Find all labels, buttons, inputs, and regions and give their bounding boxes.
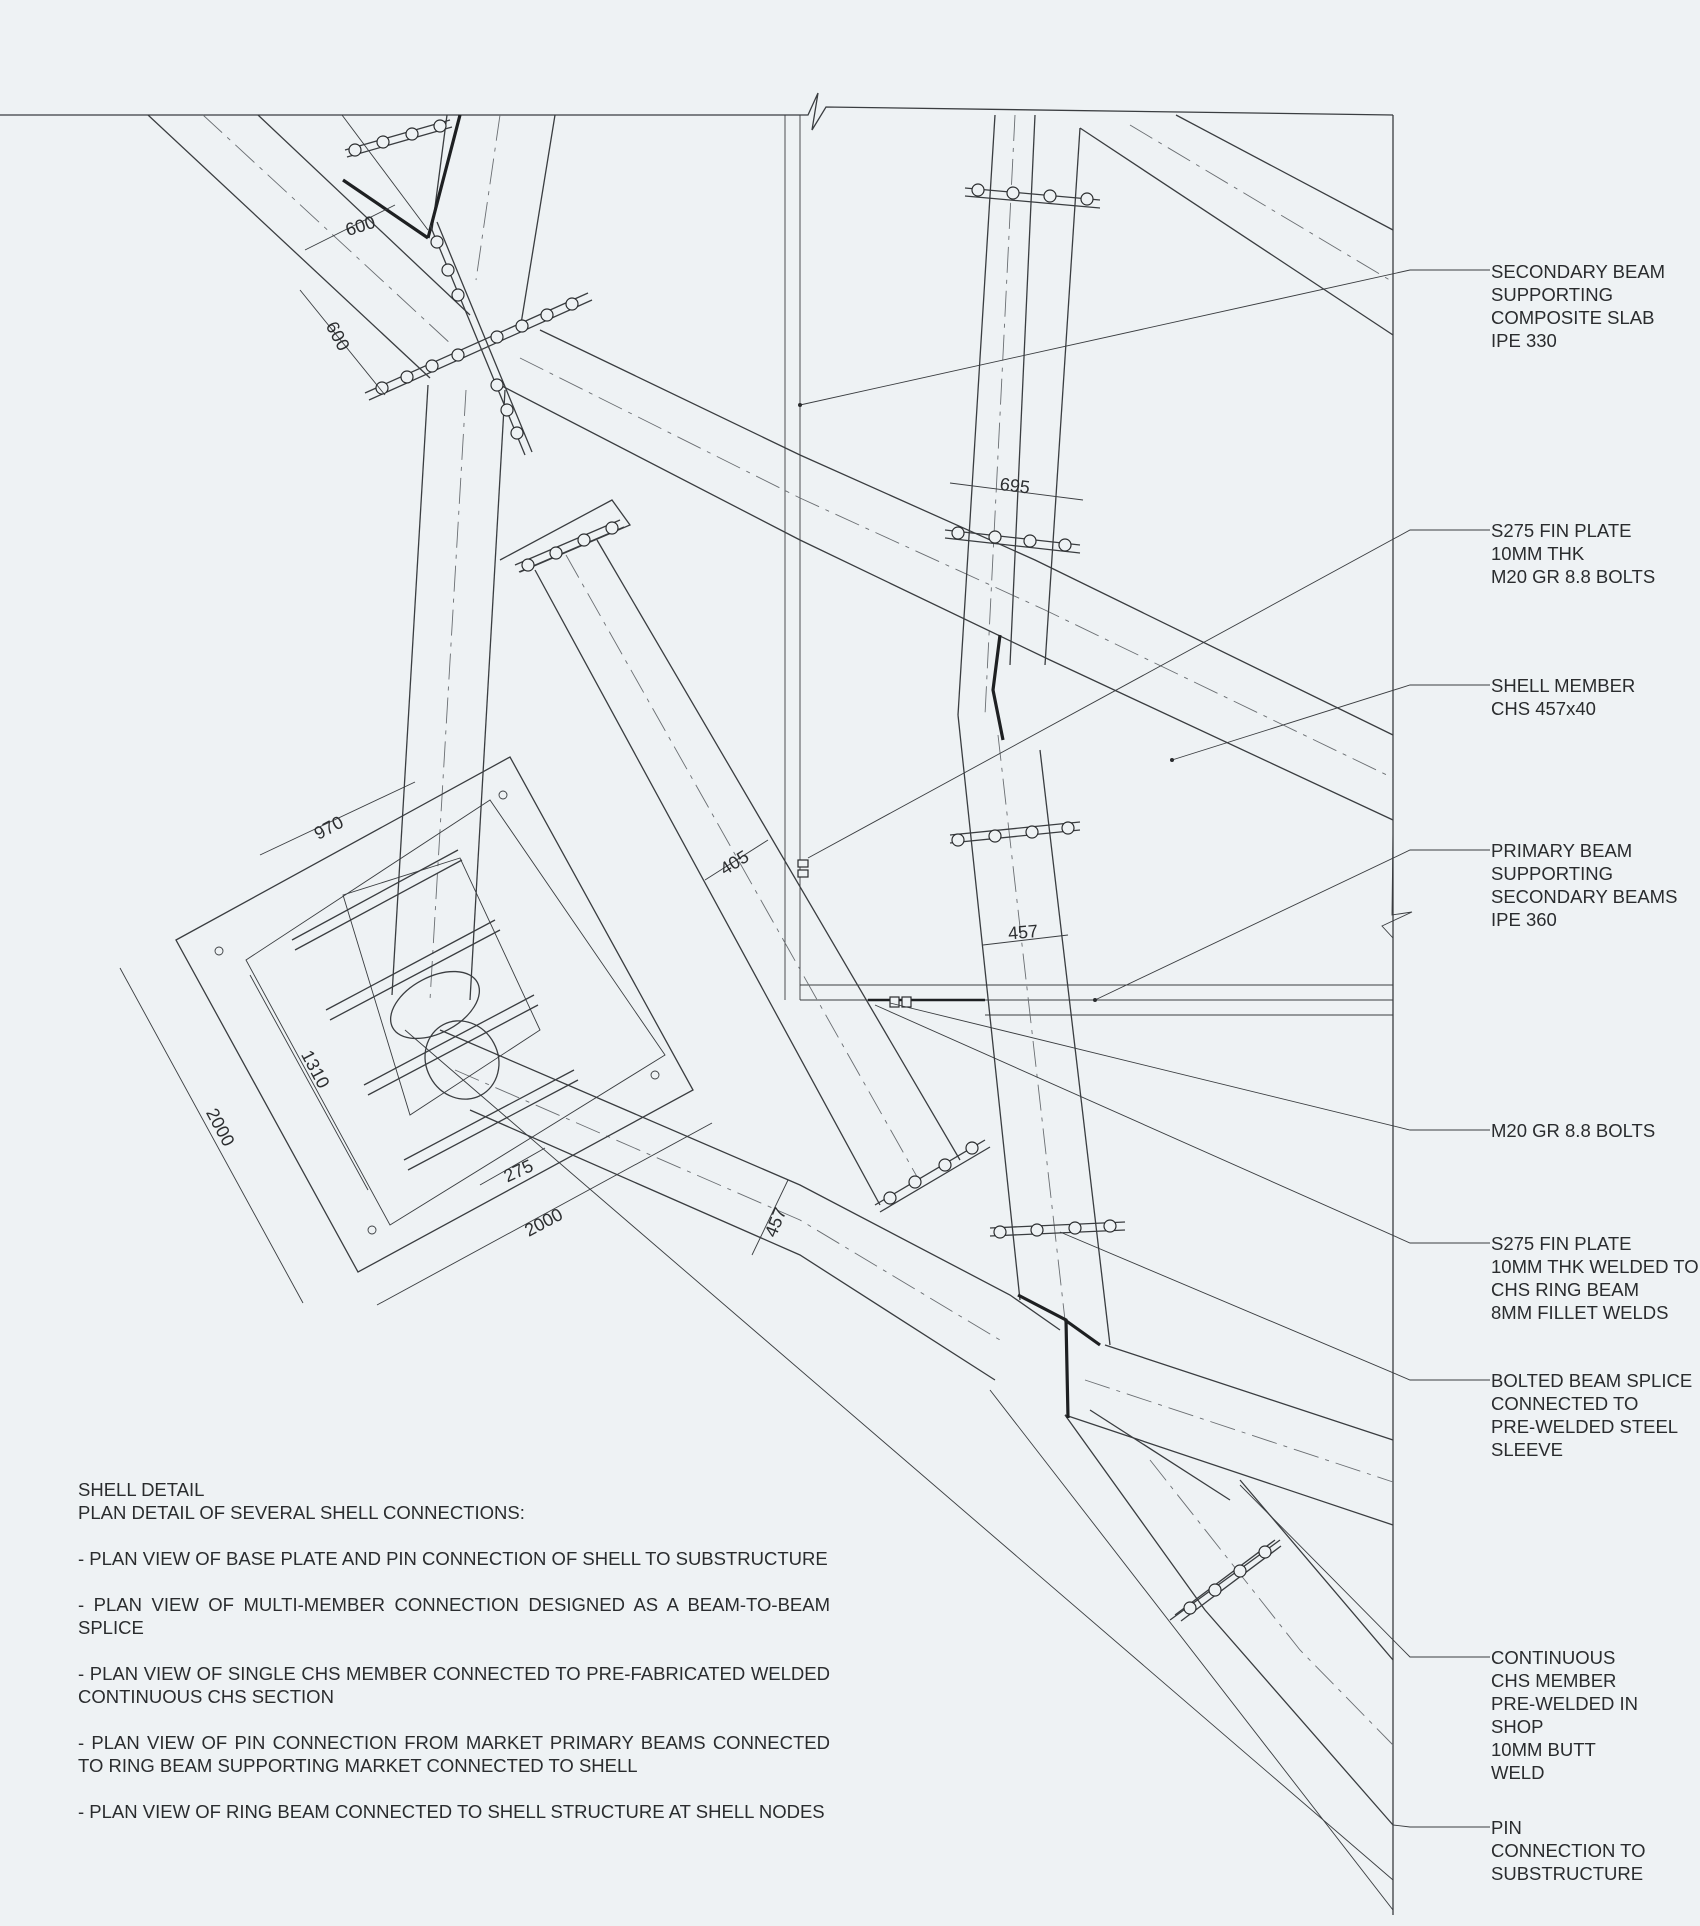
svg-text:8MM FILLET WELDS: 8MM FILLET WELDS <box>1491 1302 1669 1323</box>
shell-member-left-vertical <box>391 114 556 1001</box>
svg-text:BOLTED BEAM SPLICE: BOLTED BEAM SPLICE <box>1491 1370 1692 1391</box>
callout-beam-splice: BOLTED BEAM SPLICE CONNECTED TO PRE-WELD… <box>1491 1370 1692 1460</box>
dim-2000-a: 2000 <box>202 1105 238 1150</box>
notes-item: - PLAN VIEW OF RING BEAM CONNECTED TO SH… <box>78 1801 825 1822</box>
shell-member-lower-diagonal <box>439 1029 1394 1526</box>
svg-text:PRIMARY BEAM: PRIMARY BEAM <box>1491 840 1632 861</box>
svg-text:CHS 457x40: CHS 457x40 <box>1491 698 1596 719</box>
notes-subtitle: PLAN DETAIL OF SEVERAL SHELL CONNECTIONS… <box>78 1502 525 1523</box>
leader-lines <box>798 269 1490 1828</box>
notes-item: - PLAN VIEW OF SINGLE CHS MEMBER CONNECT… <box>78 1663 830 1707</box>
svg-text:10MM BUTT: 10MM BUTT <box>1491 1739 1596 1760</box>
svg-text:M20 GR 8.8 BOLTS: M20 GR 8.8 BOLTS <box>1491 566 1655 587</box>
svg-text:CONNECTED TO: CONNECTED TO <box>1491 1393 1638 1414</box>
notes-item: - PLAN VIEW OF BASE PLATE AND PIN CONNEC… <box>78 1548 828 1569</box>
shell-member-upper-right <box>1044 114 1394 666</box>
svg-text:IPE 330: IPE 330 <box>1491 330 1557 351</box>
callout-pin-connection: PIN CONNECTION TO SUBSTRUCTURE <box>1491 1817 1646 1884</box>
dim-1310: 1310 <box>297 1047 333 1092</box>
callout-primary-beam: PRIMARY BEAM SUPPORTING SECONDARY BEAMS … <box>1491 840 1677 930</box>
svg-text:SECONDARY BEAMS: SECONDARY BEAMS <box>1491 886 1677 907</box>
svg-text:CHS MEMBER: CHS MEMBER <box>1491 1670 1616 1691</box>
bolt-group-right-lower <box>949 821 1081 847</box>
dim-275: 275 <box>501 1155 537 1186</box>
notes-title: SHELL DETAIL <box>78 1479 205 1500</box>
dim-457-a: 457 <box>1007 921 1039 944</box>
svg-text:SUBSTRUCTURE: SUBSTRUCTURE <box>1491 1863 1643 1884</box>
callout-fin-plate: S275 FIN PLATE 10MM THK M20 GR 8.8 BOLTS <box>1491 520 1655 587</box>
svg-text:S275 FIN PLATE: S275 FIN PLATE <box>1491 1233 1632 1254</box>
svg-text:SECONDARY BEAM: SECONDARY BEAM <box>1491 261 1665 282</box>
svg-text:CONTINUOUS: CONTINUOUS <box>1491 1647 1615 1668</box>
svg-text:SUPPORTING: SUPPORTING <box>1491 284 1613 305</box>
dim-695: 695 <box>999 474 1031 498</box>
callout-shell-member: SHELL MEMBER CHS 457x40 <box>1491 675 1635 719</box>
svg-text:10MM THK: 10MM THK <box>1491 543 1585 564</box>
bolt-group-lower-right <box>1174 1539 1282 1622</box>
svg-text:SHELL MEMBER: SHELL MEMBER <box>1491 675 1635 696</box>
notes-item: - PLAN VIEW OF PIN CONNECTION FROM MARKE… <box>78 1732 830 1776</box>
callout-bolts: M20 GR 8.8 BOLTS <box>1491 1120 1655 1141</box>
callout-fin-plate-welded: S275 FIN PLATE 10MM THK WELDED TO CHS RI… <box>1491 1233 1699 1323</box>
bolt-group-splice <box>989 1219 1126 1239</box>
shell-member-continuous-chs <box>404 1029 1394 1911</box>
svg-text:SHOP: SHOP <box>1491 1716 1543 1737</box>
bolt-group-node-cross <box>364 221 593 456</box>
svg-text:CONNECTION TO: CONNECTION TO <box>1491 1840 1646 1861</box>
svg-text:IPE 360: IPE 360 <box>1491 909 1557 930</box>
svg-text:10MM THK WELDED TO: 10MM THK WELDED TO <box>1491 1256 1699 1277</box>
shell-member-diagonal-405 <box>499 499 961 1206</box>
svg-text:CHS RING BEAM: CHS RING BEAM <box>1491 1279 1639 1300</box>
svg-text:SUPPORTING: SUPPORTING <box>1491 863 1613 884</box>
weld-lines <box>342 114 1101 1419</box>
dim-405: 405 <box>716 846 752 879</box>
svg-text:PIN: PIN <box>1491 1817 1522 1838</box>
shell-detail-notes: SHELL DETAIL PLAN DETAIL OF SEVERAL SHEL… <box>78 1478 830 1823</box>
callout-secondary-beam: SECONDARY BEAM SUPPORTING COMPOSITE SLAB… <box>1491 261 1665 351</box>
dim-600-a: 600 <box>343 212 378 240</box>
svg-text:PRE-WELDED IN: PRE-WELDED IN <box>1491 1693 1638 1714</box>
dimension-lines <box>119 204 1084 1306</box>
svg-text:WELD: WELD <box>1491 1762 1544 1783</box>
callout-labels: SECONDARY BEAM SUPPORTING COMPOSITE SLAB… <box>1491 261 1699 1884</box>
notes-item: - PLAN VIEW OF MULTI-MEMBER CONNECTION D… <box>78 1594 830 1638</box>
bolt-group-fin-405 <box>514 519 625 573</box>
bolt-group-right-mid <box>944 526 1081 554</box>
svg-text:PRE-WELDED STEEL: PRE-WELDED STEEL <box>1491 1416 1678 1437</box>
bolt-group-diagonal-end <box>874 1139 991 1213</box>
base-plate <box>175 756 694 1273</box>
shell-member-main-diagonal <box>499 329 1413 939</box>
shell-member-upper-left <box>147 114 471 379</box>
shell-member-right-vertical <box>957 114 1111 1346</box>
bolt-group-top-left <box>344 119 453 158</box>
bolt-group-top-right <box>964 183 1101 209</box>
dim-457-b: 457 <box>761 1205 791 1240</box>
svg-text:S275 FIN PLATE: S275 FIN PLATE <box>1491 520 1632 541</box>
svg-text:COMPOSITE SLAB: COMPOSITE SLAB <box>1491 307 1654 328</box>
callout-continuous-chs: CONTINUOUS CHS MEMBER PRE-WELDED IN SHOP… <box>1491 1647 1638 1783</box>
svg-text:SLEEVE: SLEEVE <box>1491 1439 1563 1460</box>
svg-text:M20 GR 8.8 BOLTS: M20 GR 8.8 BOLTS <box>1491 1120 1655 1141</box>
dim-2000-b: 2000 <box>521 1204 566 1240</box>
